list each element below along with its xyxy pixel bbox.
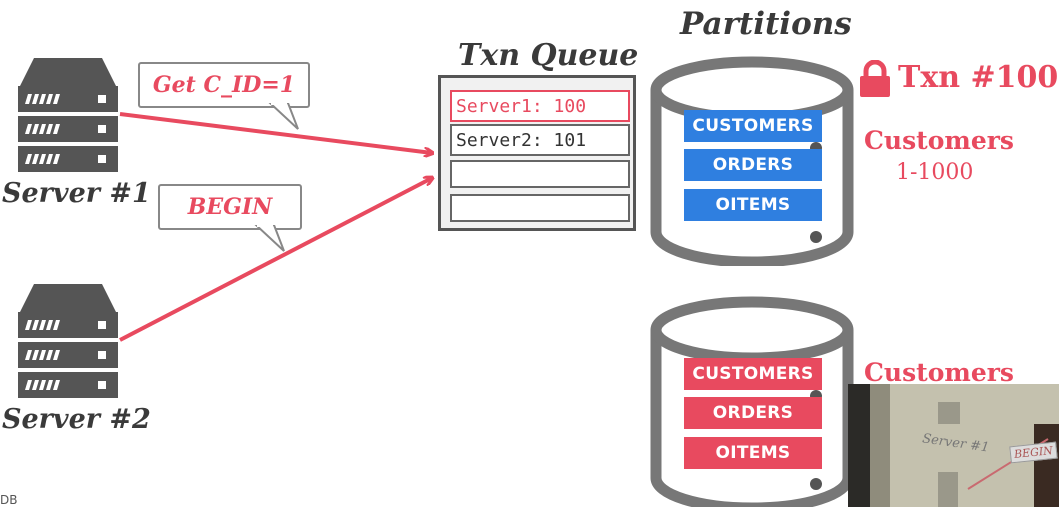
queue-slot-4 xyxy=(450,194,630,222)
table-customers: CUSTOMERS xyxy=(684,358,822,390)
partition-1: CUSTOMERS ORDERS OITEMS xyxy=(650,56,855,266)
partition-2: CUSTOMERS ORDERS OITEMS xyxy=(650,296,855,507)
table-customers: CUSTOMERS xyxy=(684,110,822,142)
table-oitems: OITEMS xyxy=(684,189,822,221)
partition-1-range-title: Customers xyxy=(864,126,1014,155)
table-orders: ORDERS xyxy=(684,149,822,181)
partitions-title: Partitions xyxy=(680,6,852,42)
server-1 xyxy=(16,56,120,184)
partition-1-range: 1-1000 xyxy=(896,160,974,185)
bubble-text: Get C_ID=1 xyxy=(138,62,310,108)
server-1-caption: Server #1 xyxy=(2,178,151,209)
lock-icon xyxy=(860,60,890,97)
server-icon xyxy=(18,58,118,172)
arrow-server2-to-queue xyxy=(119,178,432,342)
bubble-tail xyxy=(268,103,299,130)
speech-bubble-1: Get C_ID=1 xyxy=(138,62,310,130)
txn-queue: Server1: 100 Server2: 101 xyxy=(438,75,636,231)
bubble-text: BEGIN xyxy=(158,184,302,230)
server-icon xyxy=(18,284,118,398)
bubble-tail xyxy=(254,225,285,252)
lock-label: Txn #100 xyxy=(898,60,1059,95)
queue-slot-2: Server2: 101 xyxy=(450,124,630,156)
queue-slot-1: Server1: 100 xyxy=(450,90,630,122)
queue-title: Txn Queue xyxy=(458,38,639,73)
server-2 xyxy=(16,282,120,410)
table-orders: ORDERS xyxy=(684,397,822,429)
arrow-server1-to-queue xyxy=(119,112,432,153)
queue-slot-3 xyxy=(450,160,630,188)
footer-fragment: DB xyxy=(0,493,18,507)
partition-2-range-title: Customers xyxy=(864,358,1014,387)
server-2-caption: Server #2 xyxy=(2,404,151,435)
table-oitems: OITEMS xyxy=(684,437,822,469)
speech-bubble-2: BEGIN xyxy=(158,184,302,252)
video-inset: Server #1 BEGIN xyxy=(848,384,1059,507)
